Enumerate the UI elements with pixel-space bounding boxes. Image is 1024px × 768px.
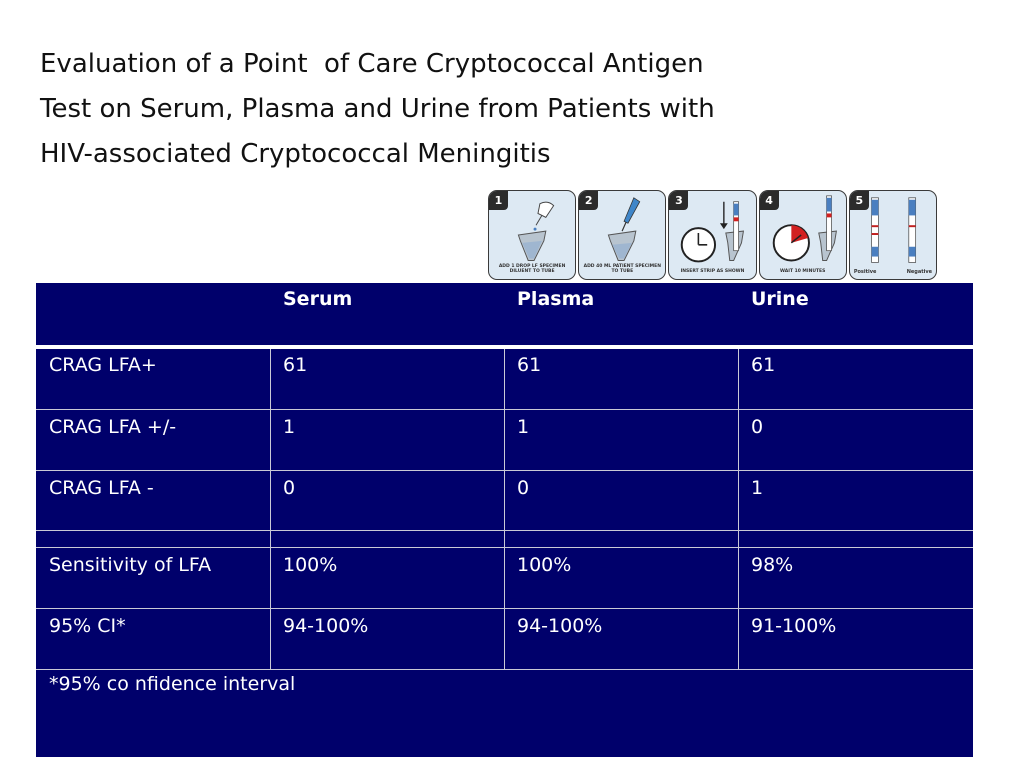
- table-cell: 61: [283, 354, 308, 376]
- table-cell: 94-100%: [517, 615, 603, 637]
- table-cell: 1: [517, 416, 530, 438]
- header-plasma: Plasma: [517, 288, 595, 310]
- table-cell: 61: [517, 354, 542, 376]
- step-4-caption: Wait 10 minutes: [780, 269, 826, 275]
- table-cell: 0: [517, 477, 530, 499]
- step-4-panel: 4 Wait 10 minutes: [758, 190, 847, 280]
- step-3-caption: Insert strip as shown: [680, 269, 745, 275]
- title-line-2: Test on Serum, Plasma and Urine from Pat…: [40, 94, 715, 124]
- table-cell: 100%: [517, 554, 572, 576]
- results-table: Serum Plasma Urine CRAG LFA+ 61 61 61 CR…: [36, 283, 973, 757]
- step-2-number: 2: [579, 191, 599, 210]
- step-1-caption: Add 1 drop LF specimen diluent to tube: [498, 264, 566, 275]
- timer-icon: [772, 195, 837, 262]
- dropper-tube-icon: [517, 201, 555, 261]
- step-1-panel: 1 Add 1 drop LF specimen diluent to tube: [488, 190, 577, 280]
- step-1-number: 1: [489, 191, 508, 210]
- positive-label: Positive: [853, 269, 877, 275]
- table-cell: 100%: [283, 554, 338, 576]
- row-label: CRAG LFA+: [49, 354, 157, 376]
- title-line-1: Evaluation of a Point of Care Cryptococc…: [40, 49, 704, 79]
- table-cell: 94-100%: [283, 615, 369, 637]
- table-cell: 1: [283, 416, 296, 438]
- step-5-number: 5: [849, 191, 869, 210]
- table-cell: 91-100%: [751, 615, 837, 637]
- table-cell: 0: [751, 416, 764, 438]
- row-label: 95% CI*: [49, 615, 126, 637]
- result-strips-icon: [870, 197, 916, 263]
- step-2-panel: 2 Add 40 µL patient specimen to tube: [578, 190, 667, 280]
- step-2-caption: Add 40 µL patient specimen to tube: [583, 264, 662, 275]
- negative-label: Negative: [906, 269, 933, 275]
- row-label: CRAG LFA +/-: [49, 416, 177, 438]
- row-label: CRAG LFA -: [49, 477, 154, 499]
- table-cell: 0: [283, 477, 296, 499]
- slide-title: Evaluation of a Point of Care Cryptococc…: [40, 42, 860, 177]
- pipette-tube-icon: [607, 197, 641, 261]
- step-5-panel: 5 Positive Negative: [848, 190, 938, 280]
- procedure-steps-figure: 1 Add 1 drop LF specimen diluent to tube…: [488, 190, 938, 280]
- table-cell: 61: [751, 354, 776, 376]
- step-3-panel: 3 Insert strip as shown: [668, 190, 757, 280]
- table-cell: 1: [751, 477, 764, 499]
- header-serum: Serum: [283, 288, 353, 310]
- clock-strip-icon: [681, 201, 745, 263]
- header-urine: Urine: [751, 288, 809, 310]
- title-line-3: HIV-associated Cryptococcal Meningitis: [40, 139, 551, 169]
- table-footnote: *95% co nfidence interval: [49, 673, 296, 695]
- step-3-number: 3: [669, 191, 689, 210]
- table-cell: 98%: [751, 554, 794, 576]
- step-4-number: 4: [759, 191, 779, 210]
- row-label: Sensitivity of LFA: [49, 554, 212, 576]
